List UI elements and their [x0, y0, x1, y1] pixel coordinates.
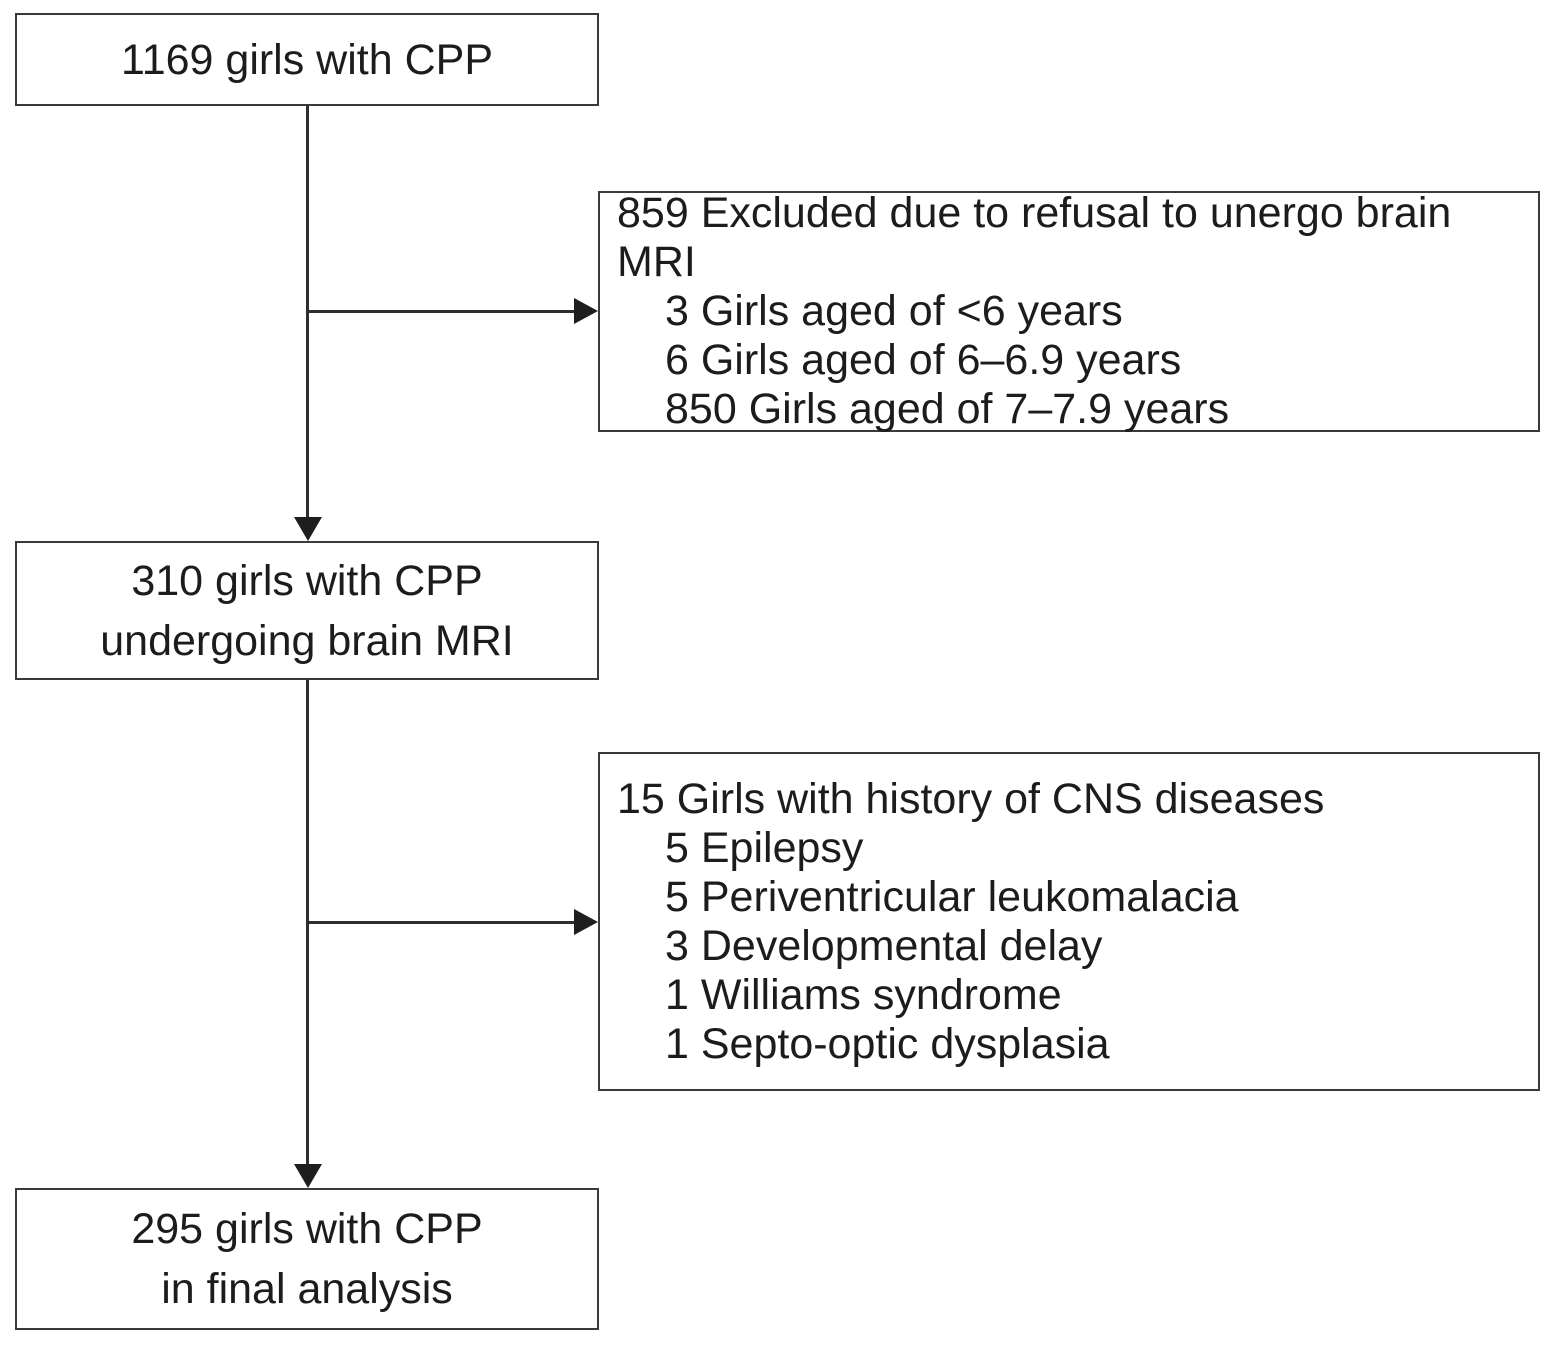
- box-final-analysis: 295 girls with CPP in final analysis: [15, 1188, 599, 1330]
- excluded-cns-item: 5 Epilepsy: [665, 823, 864, 872]
- arrowhead-right-icon: [574, 909, 598, 935]
- excluded-cns-item: 1 Septo-optic dysplasia: [665, 1019, 1110, 1068]
- excluded-cns-heading: 15 Girls with history of CNS diseases: [617, 774, 1325, 823]
- excluded-cns-item: 1 Williams syndrome: [665, 970, 1062, 1019]
- arrowhead-down-icon: [294, 1164, 322, 1188]
- final-analysis-label-line2: in final analysis: [161, 1265, 453, 1313]
- excluded-mri-heading: 859 Excluded due to refusal to unergo br…: [617, 189, 1452, 286]
- initial-cohort-label: 1169 girls with CPP: [120, 35, 494, 84]
- box-excluded-mri-refusal: 859 Excluded due to refusal to unergo br…: [598, 189, 1540, 433]
- excluded-mri-item: 3 Girls aged of <6 years: [665, 287, 1123, 335]
- arrowhead-right-icon: [574, 298, 598, 324]
- branch-to-excluded-mri: [307, 310, 577, 313]
- excluded-mri-item: 850 Girls aged of 7–7.9 years: [665, 385, 1230, 433]
- excluded-cns-item: 3 Developmental delay: [665, 921, 1103, 970]
- branch-to-excluded-cns: [307, 921, 577, 924]
- box-initial-cohort: 1169 girls with CPP: [15, 13, 599, 106]
- excluded-cns-item: 5 Periventricular leukomalacia: [665, 872, 1239, 921]
- final-analysis-label-line1: 295 girls with CPP: [131, 1205, 483, 1253]
- mri-cohort-label-line1: 310 girls with CPP: [131, 556, 483, 605]
- arrowhead-down-icon: [294, 517, 322, 541]
- box-mri-cohort: 310 girls with CPP undergoing brain MRI: [15, 541, 599, 680]
- mri-cohort-label-line2: undergoing brain MRI: [100, 616, 514, 665]
- excluded-mri-item: 6 Girls aged of 6–6.9 years: [665, 336, 1182, 384]
- box-excluded-cns-history: 15 Girls with history of CNS diseases 5 …: [598, 752, 1540, 1091]
